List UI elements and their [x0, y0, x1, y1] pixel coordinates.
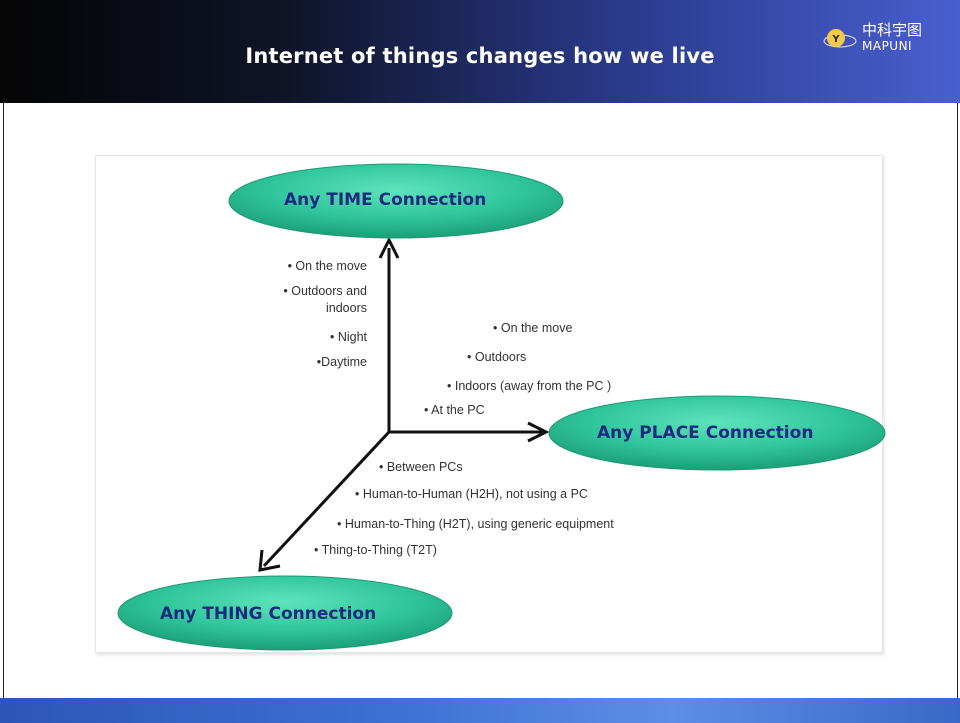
thing-item: • Thing-to-Thing (T2T) — [314, 543, 437, 557]
frame-right-line — [957, 103, 958, 698]
logo-text-en: MAPUNI — [862, 39, 913, 53]
logo-text-cn: 中科宇图 — [862, 21, 923, 39]
frame-left-line — [3, 103, 4, 698]
place-item: • Outdoors — [467, 350, 527, 364]
time-node — [228, 163, 564, 239]
thing-axis-arrow — [262, 430, 391, 568]
place-node — [548, 395, 886, 471]
thing-arrowhead — [258, 549, 281, 572]
company-logo: Y 中科宇图 MAPUNI — [822, 22, 952, 62]
svg-text:Y: Y — [831, 34, 840, 45]
header-bar: Internet of things changes how we live Y… — [0, 0, 960, 103]
thing-node — [117, 575, 453, 651]
place-node-label: Any PLACE Connection — [597, 423, 814, 443]
place-item: • Indoors (away from the PC ) — [447, 379, 612, 393]
place-item: • At the PC — [424, 403, 485, 417]
time-item: • Night — [329, 330, 367, 344]
slide-title: Internet of things changes how we live — [245, 44, 715, 68]
thing-item: • Between PCs — [379, 460, 463, 474]
time-item: • On the move — [287, 259, 367, 273]
thing-node-label: Any THING Connection — [160, 604, 377, 624]
thing-item: • Human-to-Human (H2H), not using a PC — [355, 487, 588, 501]
time-arrowhead — [378, 236, 400, 259]
time-item: indoors — [326, 301, 367, 315]
thing-item: • Human-to-Thing (H2T), using generic eq… — [337, 517, 614, 531]
place-arrowhead — [527, 421, 550, 443]
time-item: •Daytime — [316, 355, 367, 369]
place-item: • On the move — [493, 321, 573, 335]
time-item: • Outdoors and — [283, 284, 367, 298]
logo-globe-icon: Y — [823, 29, 857, 48]
time-node-label: Any TIME Connection — [284, 190, 487, 210]
footer-bar — [0, 698, 960, 723]
